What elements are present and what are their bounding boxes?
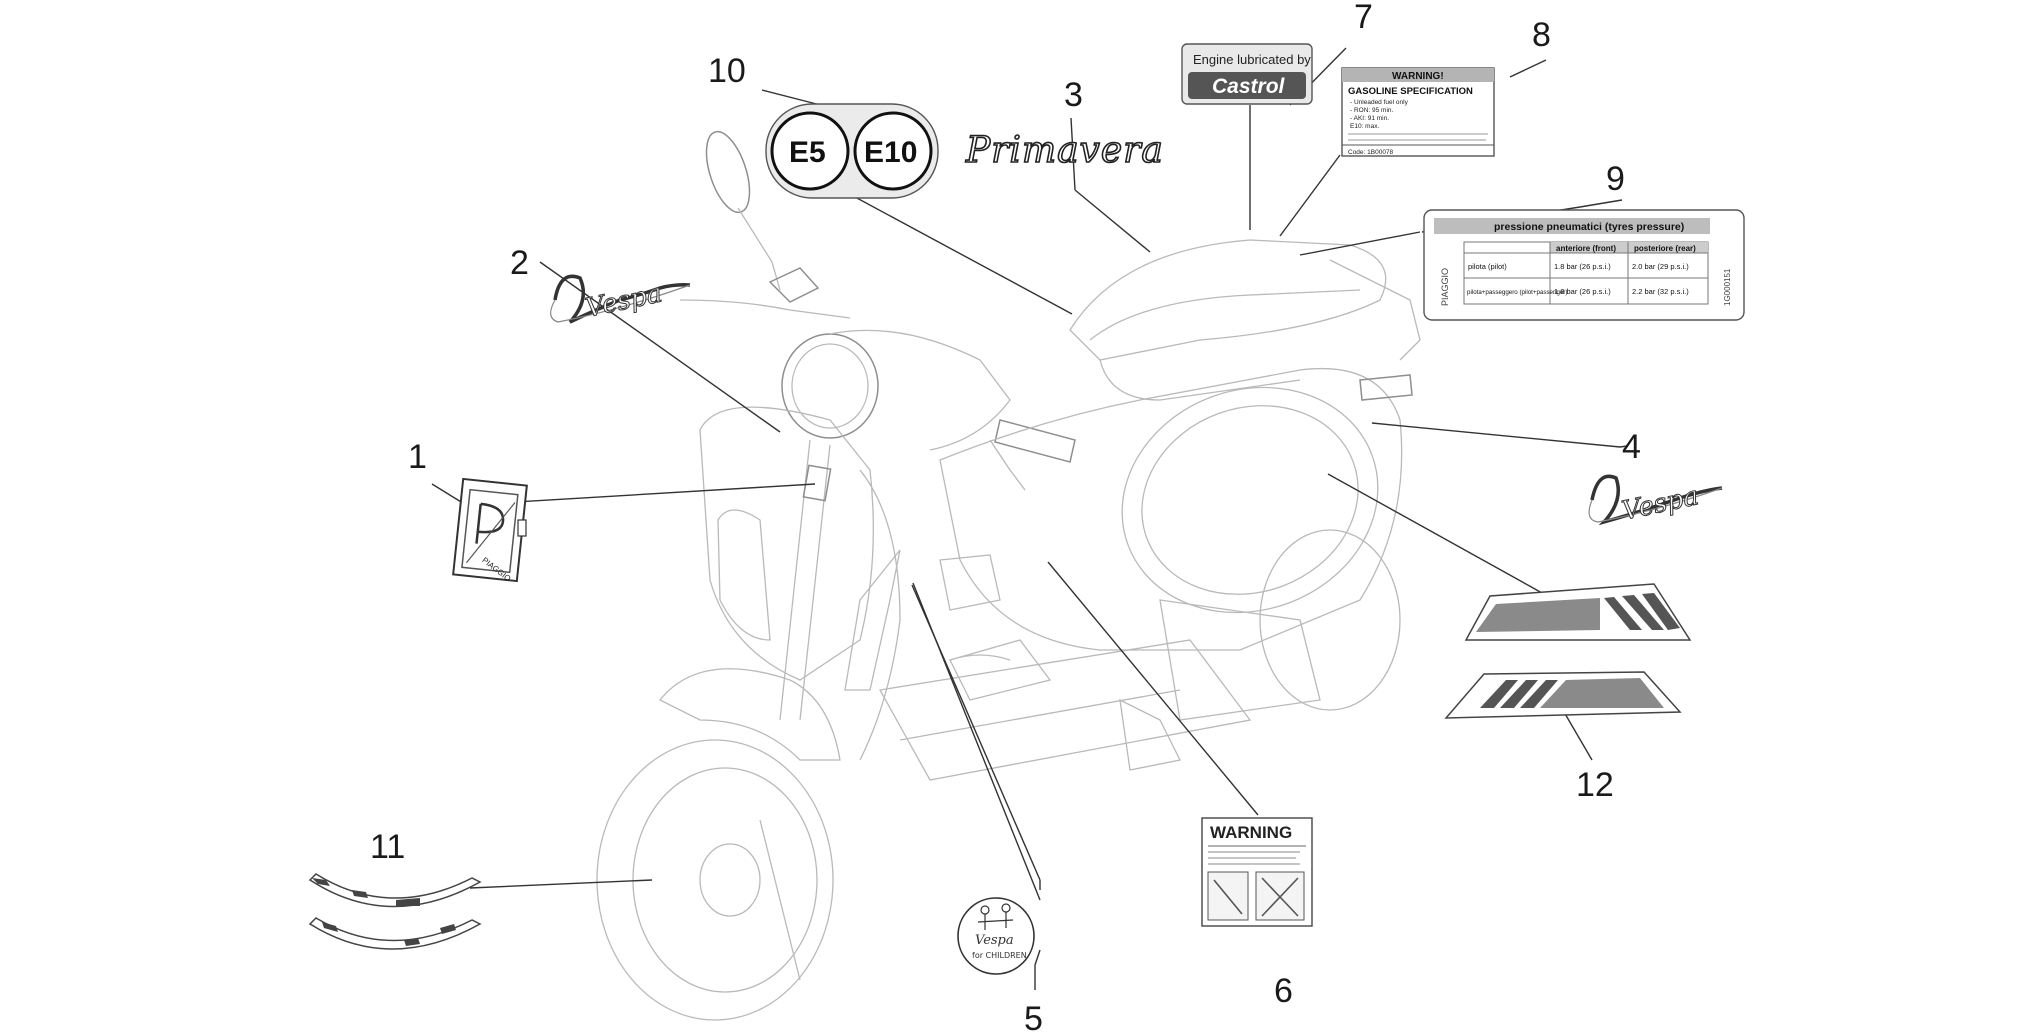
tyre-pressure-code: 1G000151 <box>1723 268 1732 306</box>
tyre-pressure-decal: pressione pneumatici (tyres pressure) PI… <box>1423 209 1745 321</box>
primavera-decal: Primavera <box>965 130 1164 171</box>
callout-3: 3 <box>1064 76 1083 114</box>
leader-lines <box>431 47 1628 990</box>
tyre-col-rear: posteriore (rear) <box>1634 244 1696 253</box>
wheel-stripe-decal <box>308 873 482 950</box>
callout-11: 11 <box>370 828 405 866</box>
tyre-row1-rear: 2.2 bar (32 p.s.i.) <box>1632 287 1689 296</box>
callout-9: 9 <box>1606 160 1625 198</box>
children-sticker-line2: for CHILDREN <box>972 951 1027 960</box>
fuel-e10-text: E10 <box>864 136 917 169</box>
fuel-label-decal: E5 E10 <box>765 103 939 199</box>
tyre-col-front: anteriore (front) <box>1556 244 1616 253</box>
tyre-pressure-brand: PIAGGIO <box>1440 268 1450 306</box>
tyre-row1-label: pilota+passeggero (pilot+passenger) <box>1467 289 1567 296</box>
fuel-e5-text: E5 <box>789 136 826 169</box>
vespa-script-front-decal: Vespa <box>550 274 691 324</box>
piaggio-badge-decal: PIAGGIO <box>452 477 528 583</box>
children-sticker-line1: Vespa <box>975 933 1014 948</box>
gasoline-warning-line-3: E10: max. <box>1350 123 1379 130</box>
side-stripe-decal <box>1444 583 1692 719</box>
callout-1: 1 <box>408 438 427 476</box>
callout-4: 4 <box>1622 428 1641 466</box>
callout-8: 8 <box>1532 16 1551 54</box>
tyre-row0-front: 1.8 bar (26 p.s.i.) <box>1554 262 1611 271</box>
gasoline-warning-header: WARNING! <box>1392 71 1444 82</box>
vespa-script-side-decal: Vespa <box>1588 474 1723 527</box>
callout-2: 2 <box>510 244 529 282</box>
scooter-illustration <box>596 130 1421 1021</box>
castrol-line2: Castrol <box>1212 75 1286 98</box>
callout-10: 10 <box>708 52 746 90</box>
gasoline-warning-title: GASOLINE SPECIFICATION <box>1348 86 1473 97</box>
tyre-row0-rear: 2.0 bar (29 p.s.i.) <box>1632 262 1689 271</box>
gasoline-warning-line-2: - AKI: 91 min. <box>1350 115 1389 122</box>
callout-12: 12 <box>1576 766 1614 804</box>
callout-numbers: 1 2 3 4 5 6 7 8 9 10 11 12 <box>370 0 1641 1032</box>
tyre-row0-label: pilota (pilot) <box>1468 262 1507 271</box>
gasoline-warning-line-0: - Unleaded fuel only <box>1350 99 1409 106</box>
callout-7: 7 <box>1354 0 1373 36</box>
spark-warning-title: WARNING <box>1210 823 1292 842</box>
vespa-script-side-text: Vespa <box>1620 481 1702 526</box>
spark-warning-decal: WARNING <box>1201 817 1313 927</box>
callout-5: 5 <box>1024 1000 1043 1032</box>
gasoline-warning-line-1: - RON: 95 min. <box>1350 107 1394 114</box>
gasoline-warning-decal: WARNING! GASOLINE SPECIFICATION - Unlead… <box>1341 67 1495 157</box>
gasoline-warning-footer: Code: 1B00078 <box>1348 149 1394 156</box>
castrol-line1: Engine lubricated by <box>1193 52 1311 67</box>
castrol-decal: Engine lubricated by Castrol <box>1181 43 1313 105</box>
tyre-row1-front: 1.8 bar (26 p.s.i.) <box>1554 287 1611 296</box>
callout-6: 6 <box>1274 972 1293 1010</box>
tyre-pressure-title: pressione pneumatici (tyres pressure) <box>1494 221 1684 233</box>
children-sticker-decal: Vespa for CHILDREN <box>957 897 1035 975</box>
vespa-script-front-text: Vespa <box>583 278 665 323</box>
